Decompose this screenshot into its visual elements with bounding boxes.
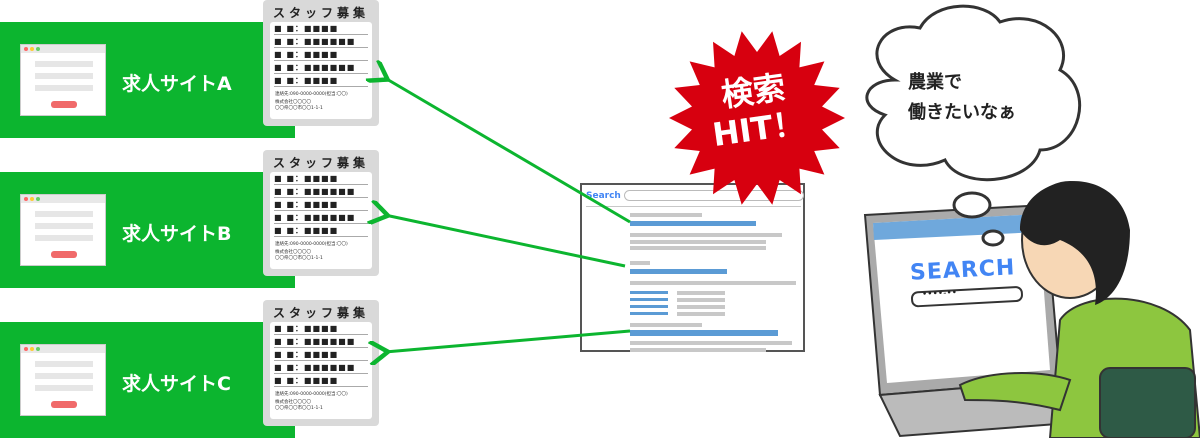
- thought-text: 農業で働きたいなぁ: [908, 72, 1016, 123]
- job-site-c: 求人サイトC: [0, 322, 295, 438]
- arrow-to-site-a: [385, 78, 631, 224]
- card-row: ■ ■：■■■■: [274, 374, 368, 387]
- card-row: ■ ■：■■■■■■: [274, 361, 368, 374]
- job-site-b: 求人サイトB: [0, 172, 295, 288]
- site-label: 求人サイトB: [122, 223, 232, 245]
- card-row: ■ ■：■■■■: [274, 22, 368, 35]
- browser-thumbnail: [20, 344, 106, 416]
- job-posting-card: スタッフ募集 ■ ■：■■■■ ■ ■：■■■■■■ ■ ■：■■■■ ■ ■：…: [263, 0, 379, 126]
- browser-thumbnail: [20, 44, 106, 116]
- arrow-to-site-b: [385, 215, 626, 268]
- card-row: ■ ■：■■■■: [274, 172, 368, 185]
- job-site-a: 求人サイトA: [0, 22, 295, 138]
- job-posting-card: スタッフ募集 ■ ■：■■■■ ■ ■：■■■■■■ ■ ■：■■■■ ■ ■：…: [263, 150, 379, 276]
- card-contact: 連絡先:090-0000-0000(担当:〇〇): [275, 92, 348, 97]
- browser-thumbnail: [20, 194, 106, 266]
- laptop-illustration: [863, 203, 1113, 438]
- card-contact: 連絡先:090-0000-0000(担当:〇〇): [275, 392, 348, 397]
- job-posting-card: スタッフ募集 ■ ■：■■■■ ■ ■：■■■■■■ ■ ■：■■■■ ■ ■：…: [263, 300, 379, 426]
- search-results-page: Search: [580, 183, 805, 352]
- card-company: 株式会社〇〇〇〇: [275, 400, 311, 405]
- thought-cloud: [865, 4, 1082, 182]
- card-row: ■ ■：■■■■■■: [274, 211, 368, 224]
- card-address: 〇〇県〇〇市〇〇1-1-1: [275, 406, 323, 411]
- card-address: 〇〇県〇〇市〇〇1-1-1: [275, 256, 323, 261]
- card-row: ■ ■：■■■■: [274, 198, 368, 211]
- card-row: ■ ■：■■■■■■: [274, 35, 368, 48]
- card-title: スタッフ募集: [272, 306, 369, 320]
- card-title: スタッフ募集: [272, 156, 369, 170]
- site-label: 求人サイトA: [122, 73, 232, 95]
- card-title: スタッフ募集: [272, 6, 369, 20]
- card-row: ■ ■：■■■■: [274, 322, 368, 335]
- card-company: 株式会社〇〇〇〇: [275, 100, 311, 105]
- card-row: ■ ■：■■■■■■: [274, 61, 368, 74]
- card-row: ■ ■：■■■■■■: [274, 335, 368, 348]
- card-row: ■ ■：■■■■: [274, 348, 368, 361]
- hit-starburst: [669, 31, 845, 205]
- card-company: 株式会社〇〇〇〇: [275, 250, 311, 255]
- card-row: ■ ■：■■■■: [274, 48, 368, 61]
- card-contact: 連絡先:090-0000-0000(担当:〇〇): [275, 242, 348, 247]
- site-label: 求人サイトC: [122, 373, 231, 395]
- card-row: ■ ■：■■■■: [274, 74, 368, 87]
- laptop-query: ••••-••: [921, 288, 958, 300]
- card-row: ■ ■：■■■■■■: [274, 185, 368, 198]
- person-illustration: [958, 181, 1200, 438]
- card-address: 〇〇県〇〇市〇〇1-1-1: [275, 106, 323, 111]
- card-row: ■ ■：■■■■: [274, 224, 368, 237]
- search-logo: Search: [586, 191, 621, 201]
- arrow-to-site-c: [385, 329, 631, 352]
